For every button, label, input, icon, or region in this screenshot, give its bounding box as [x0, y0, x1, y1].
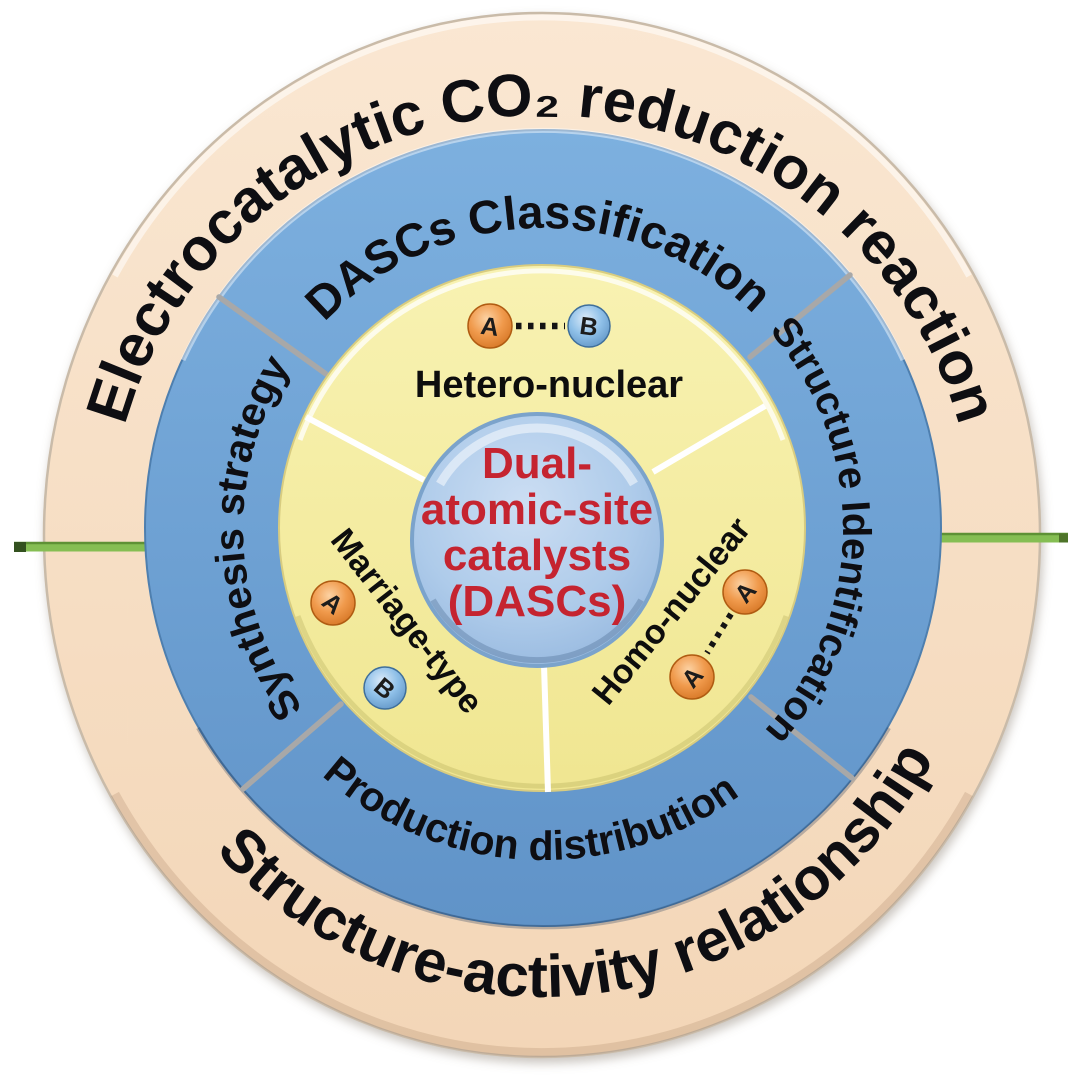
atom-a-letter: A	[479, 312, 501, 342]
middle-ring-highlight	[180, 127, 906, 362]
outer-ring-shadow	[111, 791, 973, 1058]
divider-top-right	[747, 272, 853, 360]
middle-ring-dividers	[216, 272, 855, 792]
atom-a2-sphere	[669, 654, 715, 700]
hetero-nuclear-label: Hetero-nuclear	[415, 364, 683, 406]
atom-a-sphere	[467, 303, 513, 349]
core-label-line-4: (DASCs)	[448, 577, 626, 626]
atom-b-letter: B	[578, 312, 600, 342]
hetero-nuclear-pair: A B	[467, 303, 611, 349]
atom-b-sphere	[567, 304, 611, 348]
atom-a-sphere	[310, 580, 356, 626]
inner-ring-highlight	[297, 268, 786, 441]
core-circle	[410, 412, 664, 668]
core-label-line-2: atomic-site	[421, 485, 653, 534]
divider-hetero-marriage	[304, 414, 426, 483]
homo-bond-dotted	[704, 612, 734, 655]
atom-a-sphere	[722, 569, 768, 615]
divider-bottom-right	[748, 694, 855, 781]
homo-nuclear-pair: A A	[669, 569, 768, 700]
middle-ring-shadow	[196, 726, 891, 930]
divider-hetero-homo	[651, 403, 767, 475]
core-shadow	[430, 598, 644, 664]
atom-b-sphere	[363, 666, 407, 710]
inner-ring-shadow	[295, 615, 789, 789]
divider-top-left	[216, 294, 329, 377]
outer-ring-highlight	[112, 14, 972, 278]
divider-marriage-homo	[541, 664, 551, 793]
core-circle-group: Dual- atomic-site catalysts (DASCs)	[410, 412, 664, 668]
core-highlight	[436, 423, 638, 487]
core-label-line-3: catalysts	[443, 531, 631, 580]
divider-bottom-left	[240, 701, 344, 792]
inner-ring-dividers	[304, 403, 767, 793]
marriage-type-pair: A B	[310, 580, 407, 710]
core-label-line-1: Dual-	[482, 439, 592, 488]
